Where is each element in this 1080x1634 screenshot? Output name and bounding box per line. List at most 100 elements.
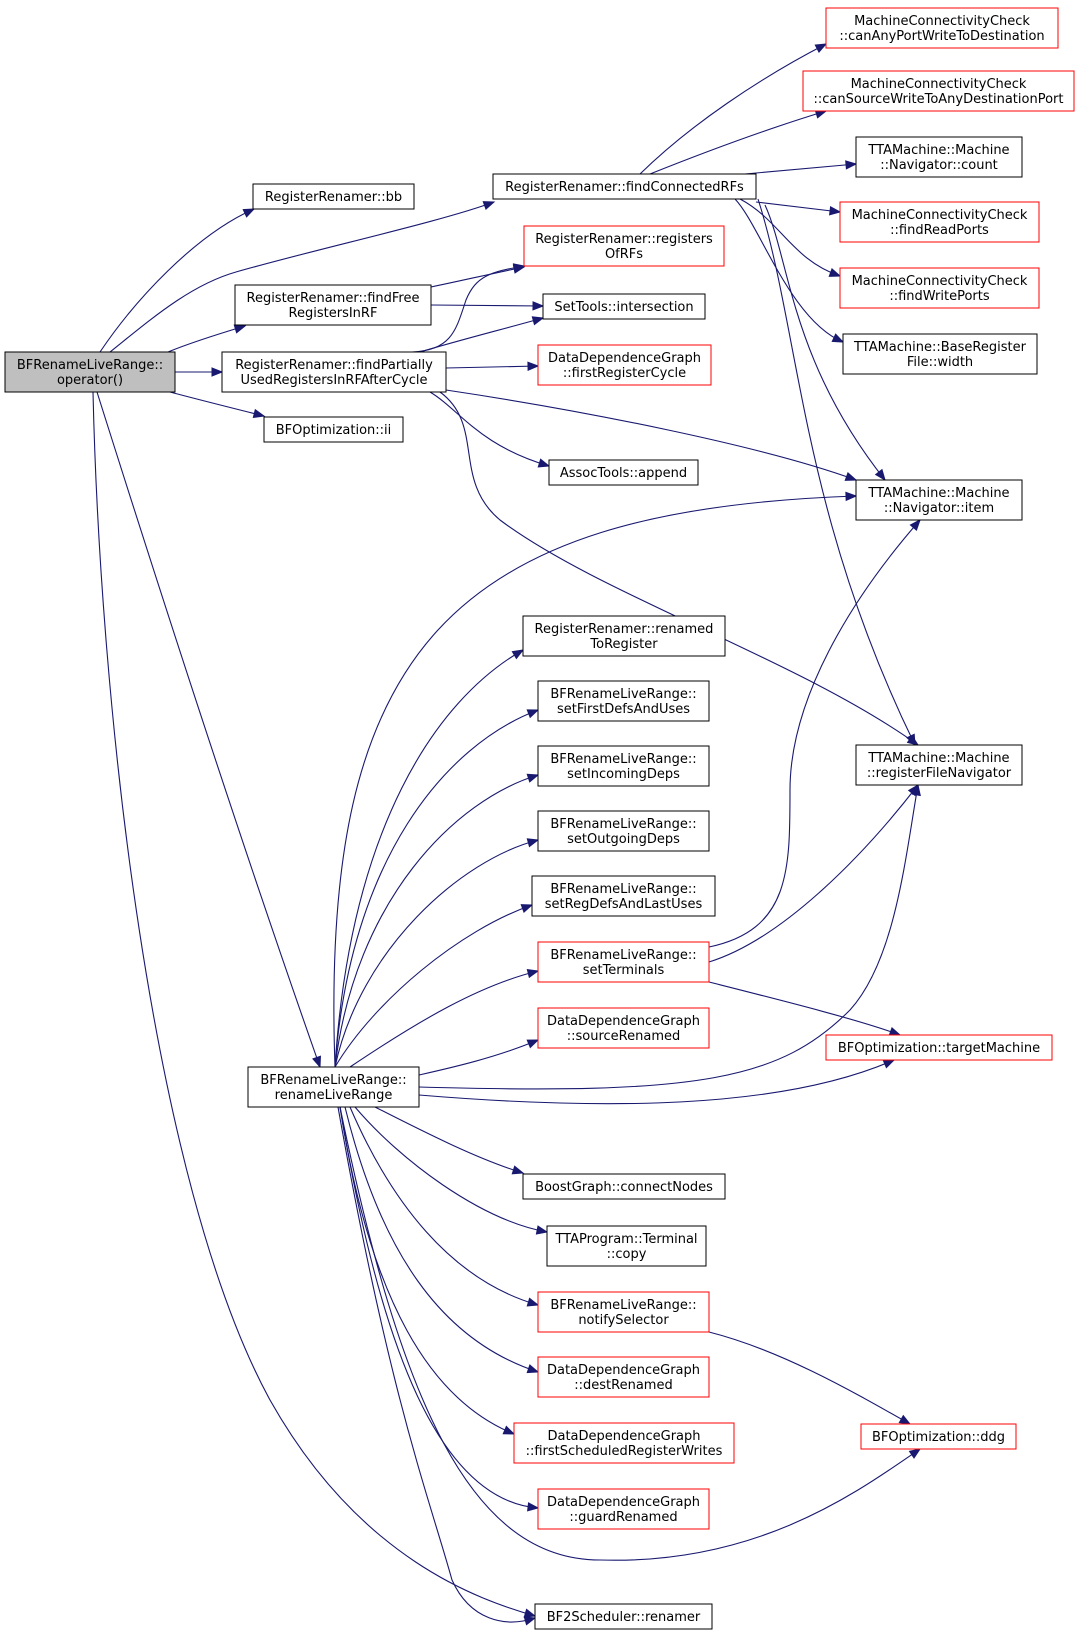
edge-arrowhead — [312, 1055, 321, 1069]
node-destRenamed[interactable]: DataDependenceGraph::destRenamed — [537, 1356, 710, 1398]
edge-root-to-findConnected — [109, 201, 496, 353]
node-connectNodes[interactable]: BoostGraph::connectNodes — [522, 1173, 726, 1200]
edge-renameLiveRange-to-setFirstDefs — [334, 709, 540, 1068]
edge-findFree-to-intersection — [430, 301, 545, 311]
node-root[interactable]: BFRenameLiveRange::operator() — [4, 351, 176, 393]
edge-line — [445, 389, 857, 481]
node-label-line: TTAMachine::Machine — [867, 486, 1009, 501]
node-label-line: ::canSourceWriteToAnyDestinationPort — [814, 92, 1064, 107]
node-findConnected[interactable]: RegisterRenamer::findConnectedRFs — [492, 173, 757, 200]
edge-line — [708, 1331, 911, 1425]
node-box — [855, 136, 1023, 178]
node-box — [860, 1423, 1017, 1450]
node-findReadPorts[interactable]: MachineConnectivityCheck::findReadPorts — [839, 201, 1040, 243]
node-canAnyPort[interactable]: MachineConnectivityCheck::canAnyPortWrit… — [825, 7, 1059, 49]
edge-renameLiveRange-to-copy — [354, 1106, 549, 1235]
edge-setTerminals-to-regFileNav — [708, 783, 919, 963]
edge-line — [334, 709, 539, 1068]
node-append[interactable]: AssocTools::append — [548, 459, 699, 486]
node-box — [534, 1603, 713, 1630]
node-renamer[interactable]: BF2Scheduler::renamer — [534, 1603, 713, 1630]
node-navCount[interactable]: TTAMachine::Machine::Navigator::count — [855, 136, 1023, 178]
edge-line — [334, 774, 539, 1068]
edge-line — [418, 784, 919, 1090]
node-firstScheduled[interactable]: DataDependenceGraph::firstScheduledRegis… — [513, 1422, 735, 1464]
edge-line — [339, 1106, 515, 1435]
node-setFirstDefs[interactable]: BFRenameLiveRange::setFirstDefsAndUses — [537, 680, 710, 722]
edge-findConnected-to-navItem — [764, 204, 886, 482]
edge-arrowhead — [537, 458, 551, 468]
node-findWritePorts[interactable]: MachineConnectivityCheck::findWritePorts — [839, 267, 1040, 309]
node-box — [537, 745, 710, 787]
node-label-line: setFirstDefsAndUses — [557, 702, 690, 717]
node-copy[interactable]: TTAProgram::Terminal::copy — [546, 1225, 707, 1267]
node-renameLiveRange[interactable]: BFRenameLiveRange::renameLiveRange — [247, 1066, 420, 1108]
node-box — [492, 173, 757, 200]
edge-line — [99, 208, 255, 353]
node-bb[interactable]: RegisterRenamer::bb — [252, 183, 415, 210]
edge-line — [349, 1106, 539, 1306]
edge-arrowhead — [908, 1448, 922, 1459]
edge-line — [739, 198, 841, 277]
node-findPartially[interactable]: RegisterRenamer::findPartiallyUsedRegist… — [221, 351, 447, 393]
edge-line — [419, 317, 544, 353]
node-label-line: ::Navigator::count — [880, 158, 998, 173]
node-ddg[interactable]: BFOptimization::ddg — [860, 1423, 1017, 1450]
edge-setTerminals-to-navItem — [708, 518, 921, 948]
node-targetMachine[interactable]: BFOptimization::targetMachine — [825, 1034, 1053, 1061]
node-intersection[interactable]: SetTools::intersection — [542, 293, 706, 320]
node-setOutgoing[interactable]: BFRenameLiveRange::setOutgoingDeps — [537, 810, 710, 852]
node-label-line: setIncomingDeps — [567, 767, 680, 782]
node-label-line: ::firstScheduledRegisterWrites — [526, 1444, 723, 1459]
node-regFileNav[interactable]: TTAMachine::Machine::registerFileNavigat… — [855, 744, 1023, 786]
node-label-line: operator() — [57, 373, 123, 388]
node-firstRegisterCycle[interactable]: DataDependenceGraph::firstRegisterCycle — [537, 344, 712, 386]
node-label-line: BFRenameLiveRange:: — [550, 752, 696, 767]
node-setIncoming[interactable]: BFRenameLiveRange::setIncomingDeps — [537, 745, 710, 787]
edge-root-to-renamer — [92, 391, 537, 1618]
node-box — [839, 267, 1040, 309]
node-setRegDefs[interactable]: BFRenameLiveRange::setRegDefsAndLastUses — [531, 875, 716, 917]
edge-line — [333, 495, 857, 1068]
node-guardRenamed[interactable]: DataDependenceGraph::guardRenamed — [537, 1488, 710, 1530]
edge-line — [418, 1059, 895, 1105]
node-box — [855, 744, 1023, 786]
edge-renameLiveRange-to-navItem — [333, 491, 858, 1068]
node-box — [802, 70, 1075, 112]
edge-root-to-ii — [169, 391, 266, 419]
edge-line — [708, 784, 919, 963]
node-label-line: AssocTools::append — [560, 466, 687, 481]
node-box — [825, 7, 1059, 49]
node-sourceRenamed[interactable]: DataDependenceGraph::sourceRenamed — [537, 1007, 710, 1049]
node-notifySelector[interactable]: BFRenameLiveRange::notifySelector — [537, 1291, 710, 1333]
node-label-line: MachineConnectivityCheck — [852, 274, 1028, 289]
edge-line — [339, 1106, 539, 1509]
edge-findConnected-to-findWritePorts — [739, 198, 842, 277]
edge-arrowhead — [523, 1616, 537, 1626]
edge-line — [429, 391, 550, 467]
node-box — [537, 1291, 710, 1333]
call-graph-nodes: BFRenameLiveRange::operator()RegisterRen… — [4, 7, 1075, 1630]
node-box — [513, 1422, 735, 1464]
node-setTerminals[interactable]: BFRenameLiveRange::setTerminals — [537, 941, 710, 983]
node-box — [537, 1356, 710, 1398]
edge-renameLiveRange-to-setOutgoing — [334, 838, 540, 1068]
node-box — [4, 351, 176, 393]
edge-arrowhead — [532, 301, 545, 311]
node-navItem[interactable]: TTAMachine::Machine::Navigator::item — [855, 479, 1023, 521]
edge-arrowhead — [242, 208, 256, 218]
edge-line — [344, 1106, 539, 1373]
node-box — [537, 344, 712, 386]
node-canSource[interactable]: MachineConnectivityCheck::canSourceWrite… — [802, 70, 1075, 112]
node-label-line: ::sourceRenamed — [567, 1029, 681, 1044]
edge-arrowhead — [526, 968, 540, 979]
edge-line — [334, 839, 539, 1068]
node-ii[interactable]: BFOptimization::ii — [263, 416, 404, 443]
node-label-line: BFRenameLiveRange:: — [550, 882, 696, 897]
edge-arrowhead — [520, 904, 534, 914]
edge-arrowhead — [531, 316, 545, 326]
